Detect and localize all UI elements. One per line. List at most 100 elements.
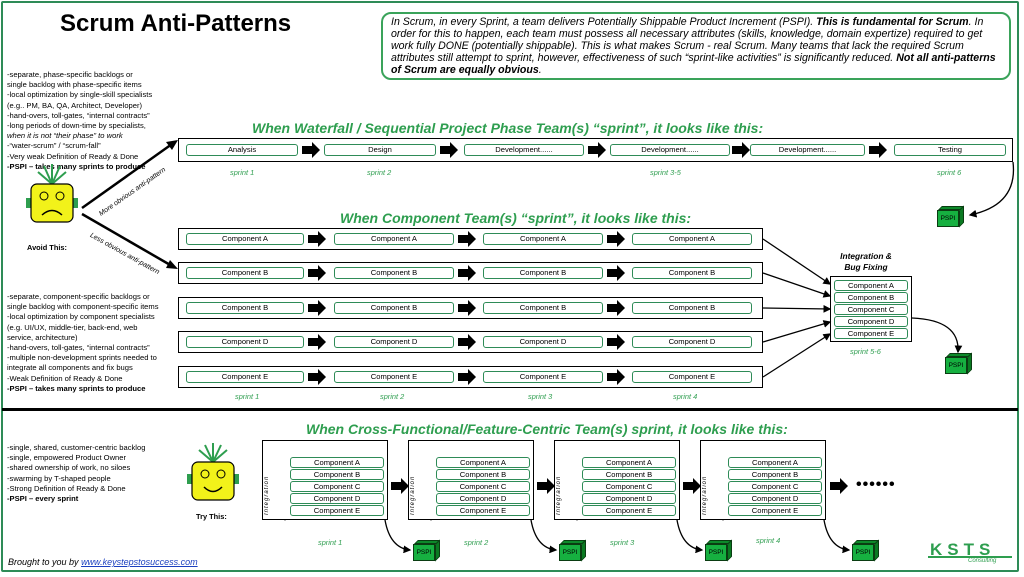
section-divider: [2, 408, 1018, 411]
bullet: -PSPI – every sprint: [7, 494, 79, 504]
integration-vertical-label: Integration: [410, 475, 416, 515]
intro-p1-bold: This is fundamental for Scrum: [816, 16, 969, 28]
integration-item: Component D: [834, 316, 908, 327]
sprint-label: sprint 4: [673, 392, 698, 401]
cf-component-box: Component A: [728, 457, 822, 468]
component-box: Component A: [632, 233, 752, 245]
component-bullets: -separate, component-specific backlogs o…: [7, 292, 159, 394]
integration-vertical-label: Integration: [556, 475, 562, 515]
intro-p2: . In order for this to happen, each team…: [391, 16, 984, 64]
bullet: -hand-overs, toll-gates, “internal contr…: [7, 343, 150, 353]
component-box: Component B: [334, 267, 454, 279]
ksts-logo: KSTS Consulting: [928, 540, 1012, 568]
sprint-label: sprint 6: [937, 168, 962, 177]
component-box: Component D: [334, 336, 454, 348]
intro-box: In Scrum, in every Sprint, a team delive…: [381, 12, 1011, 80]
bullet: -local optimization by single-skill spec…: [7, 90, 153, 100]
waterfall-bullets: -separate, phase-specific backlogs or si…: [7, 70, 152, 172]
cf-component-box: Component D: [290, 493, 384, 504]
bullet: -Weak Definition of Ready & Done: [7, 373, 123, 383]
component-box: Component B: [483, 302, 603, 314]
component-box: Component B: [186, 302, 304, 314]
pspi-cube-icon: PSPI: [705, 544, 727, 561]
anti-pattern-arrows: [81, 140, 178, 269]
phase-box: Design: [324, 144, 436, 156]
pspi-cube-icon: PSPI: [852, 544, 874, 561]
bullet: -swarming by T-shaped people: [7, 473, 111, 483]
sprint-label: sprint 1: [318, 538, 343, 547]
cf-component-box: Component B: [290, 469, 384, 480]
intro-p1: In Scrum, in every Sprint, a team delive…: [391, 16, 814, 28]
happy-face-icon: [187, 443, 239, 501]
bullet: -PSPI – takes many sprints to produce: [7, 161, 146, 171]
footer-link[interactable]: www.keystepstosuccess.com: [81, 557, 198, 567]
try-label: Try This:: [196, 512, 227, 521]
bullet: integrate all components and fix bugs: [7, 363, 133, 373]
phase-box: Testing: [894, 144, 1006, 156]
phase-box: Development......: [464, 144, 584, 156]
integration-vertical-label: Integration: [702, 475, 708, 515]
bullet: -long periods of down-time by specialist…: [7, 121, 146, 131]
sprint-label: sprint 3-5: [650, 168, 681, 177]
cf-component-box: Component E: [728, 505, 822, 516]
component-box: Component A: [334, 233, 454, 245]
cf-component-box: Component A: [582, 457, 676, 468]
continuation-ellipsis: ••••••: [856, 476, 896, 493]
pspi-cube-icon: PSPI: [937, 210, 959, 227]
component-box: Component A: [186, 233, 304, 245]
cf-component-box: Component B: [728, 469, 822, 480]
component-box: Component E: [334, 371, 454, 383]
bullet: -shared ownership of work, no siloes: [7, 463, 131, 473]
integration-item: Component E: [834, 328, 908, 339]
sad-face-icon: [26, 164, 78, 223]
bullet: single backlog with phase-specific items: [7, 80, 142, 90]
integration-item: Component A: [834, 280, 908, 291]
cf-component-box: Component B: [582, 469, 676, 480]
logo-letters: KSTS: [930, 540, 996, 559]
cf-component-box: Component C: [436, 481, 530, 492]
crossfunctional-bullets: -single, shared, customer-centric backlo…: [7, 443, 145, 504]
waterfall-heading: When Waterfall / Sequential Project Phas…: [252, 120, 764, 136]
integration-title: Integration & Bug Fixing: [840, 251, 892, 272]
phase-box: Development......: [750, 144, 865, 156]
component-box: Component B: [483, 267, 603, 279]
sprint-label: sprint 3: [610, 538, 635, 547]
bullet: -single, empowered Product Owner: [7, 453, 127, 463]
cf-component-box: Component D: [582, 493, 676, 504]
sprint-label: sprint 2: [380, 392, 405, 401]
bullet: -hand-overs, toll-gates, “internal contr…: [7, 110, 150, 120]
footer-text: Brought to you by: [8, 557, 79, 567]
bullet: (e.g. UI/UX, middle-tier, back-end, web: [7, 322, 138, 332]
component-box: Component B: [186, 267, 304, 279]
integration-vertical-label: Integration: [264, 475, 270, 515]
crossfunctional-heading: When Cross-Functional/Feature-Centric Te…: [306, 421, 788, 437]
bullet: -PSPI – takes many sprints to produce: [7, 383, 146, 393]
intro-p2-end: .: [538, 64, 542, 76]
sprint-label: sprint 1: [235, 392, 260, 401]
cf-component-box: Component A: [436, 457, 530, 468]
bullet: when it is not “their phase” to work: [7, 131, 123, 141]
bullet: -multiple non-development sprints needed…: [7, 353, 157, 363]
sprint-label: sprint 5-6: [850, 347, 881, 356]
bullet: -Strong Definition of Ready & Done: [7, 483, 126, 493]
footer: Brought to you by www.keystepstosuccess.…: [8, 557, 198, 567]
cf-component-box: Component A: [290, 457, 384, 468]
bullet: service, architecture): [7, 332, 78, 342]
bullet: -local optimization by component special…: [7, 312, 155, 322]
intro-p2-bold: Not all anti-patterns of Scrum are equal…: [391, 52, 996, 76]
cf-component-box: Component E: [582, 505, 676, 516]
component-box: Component E: [186, 371, 304, 383]
pspi-cube-icon: PSPI: [945, 357, 967, 374]
component-box: Component D: [186, 336, 304, 348]
phase-box: Analysis: [186, 144, 298, 156]
bullet: -“water-scrum” / “scrum-fall”: [7, 141, 101, 151]
component-box: Component E: [483, 371, 603, 383]
page-title: Scrum Anti-Patterns: [60, 10, 292, 37]
component-box: Component A: [483, 233, 603, 245]
pspi-cube-icon: PSPI: [559, 544, 581, 561]
sprint-label: sprint 3: [528, 392, 553, 401]
logo-sub: Consulting: [968, 558, 997, 564]
phase-box: Development......: [610, 144, 730, 156]
